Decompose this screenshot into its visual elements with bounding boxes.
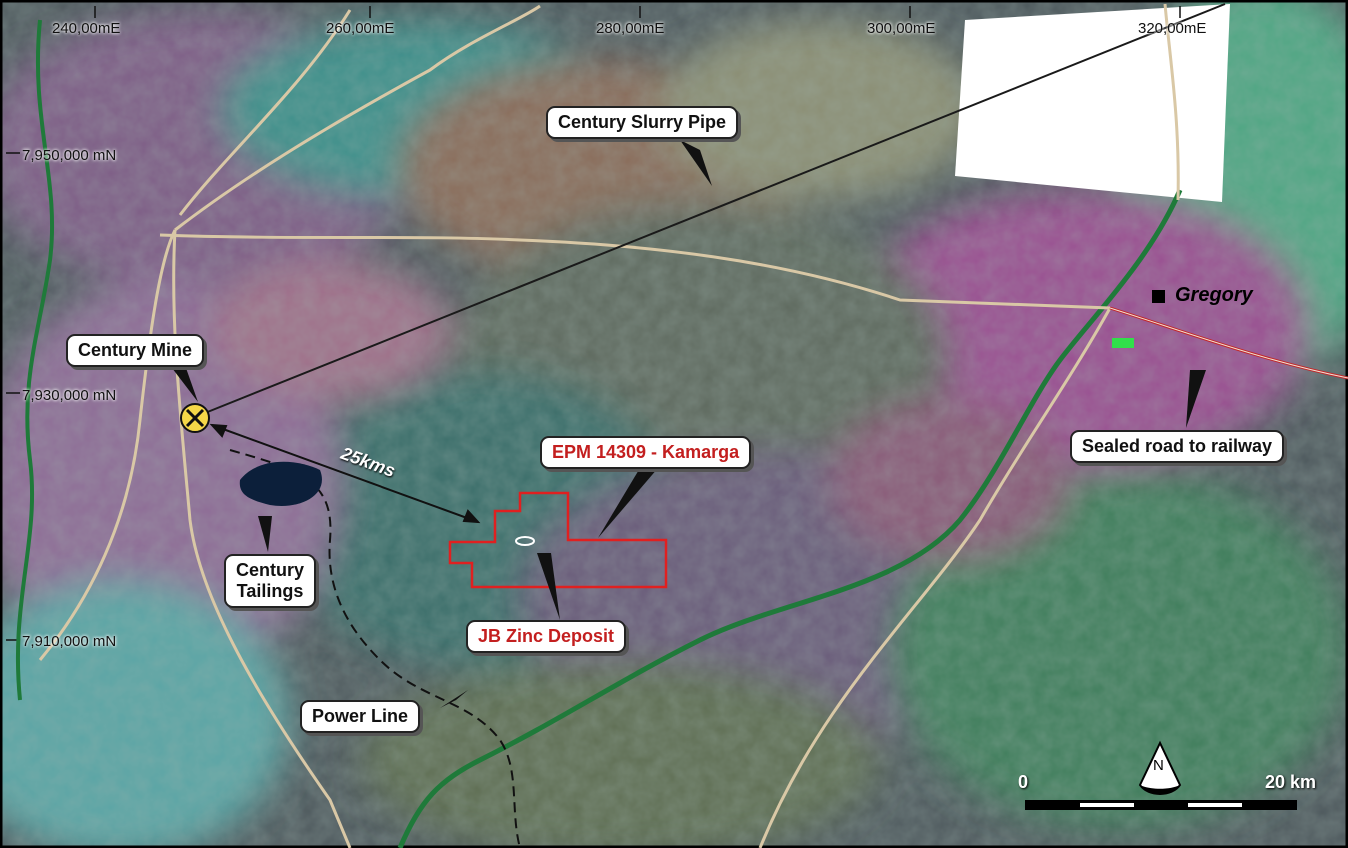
slurry-pipe xyxy=(204,3,1226,414)
callout-century-tailings: Century Tailings xyxy=(224,554,317,608)
grid-label-y: 7,930,000 mN xyxy=(22,387,117,404)
callout-pointers xyxy=(172,140,1206,708)
north-label: N xyxy=(1153,757,1164,774)
callout-power-line: Power Line xyxy=(300,700,421,733)
callout-century-tailings-line2: Tailings xyxy=(236,581,304,601)
river-west xyxy=(15,19,55,701)
century-tailings-pond xyxy=(239,461,322,506)
distance-arrow xyxy=(209,423,481,524)
grid-ticks xyxy=(6,6,1181,641)
roads-unsealed xyxy=(38,3,1180,848)
callout-epm-kamarga: EPM 14309 - Kamarga xyxy=(540,436,752,469)
grid-label-y: 7,950,000 mN xyxy=(22,147,117,164)
facility-marker xyxy=(1112,338,1134,348)
callout-century-mine: Century Mine xyxy=(66,334,205,367)
town-marker-icon xyxy=(1152,290,1165,303)
grid-label-x: 260,00mE xyxy=(326,20,395,37)
jb-zinc-outline xyxy=(515,536,535,546)
callout-century-slurry-pipe: Century Slurry Pipe xyxy=(546,106,739,139)
north-arrow-icon xyxy=(1138,740,1182,795)
grid-label-x: 280,00mE xyxy=(596,20,665,37)
scale-start-label: 0 xyxy=(1018,772,1029,792)
town-label-gregory: Gregory xyxy=(1175,284,1253,306)
grid-label-x: 300,00mE xyxy=(867,20,936,37)
scale-bar xyxy=(1025,800,1297,810)
callout-century-tailings-line1: Century xyxy=(236,560,305,580)
river xyxy=(397,189,1183,848)
grid-label-y: 7,910,000 mN xyxy=(22,633,117,650)
mine-symbol xyxy=(180,403,210,433)
grid-label-x: 240,00mE xyxy=(52,20,121,37)
callout-sealed-road: Sealed road to railway xyxy=(1070,430,1285,463)
epm-14309-outline xyxy=(448,491,668,589)
callout-jb-zinc: JB Zinc Deposit xyxy=(466,620,627,653)
no-data-area xyxy=(955,4,1230,202)
grid-label-x: 320,00mE xyxy=(1138,20,1207,37)
scale-end-label: 20 km xyxy=(1265,772,1317,792)
